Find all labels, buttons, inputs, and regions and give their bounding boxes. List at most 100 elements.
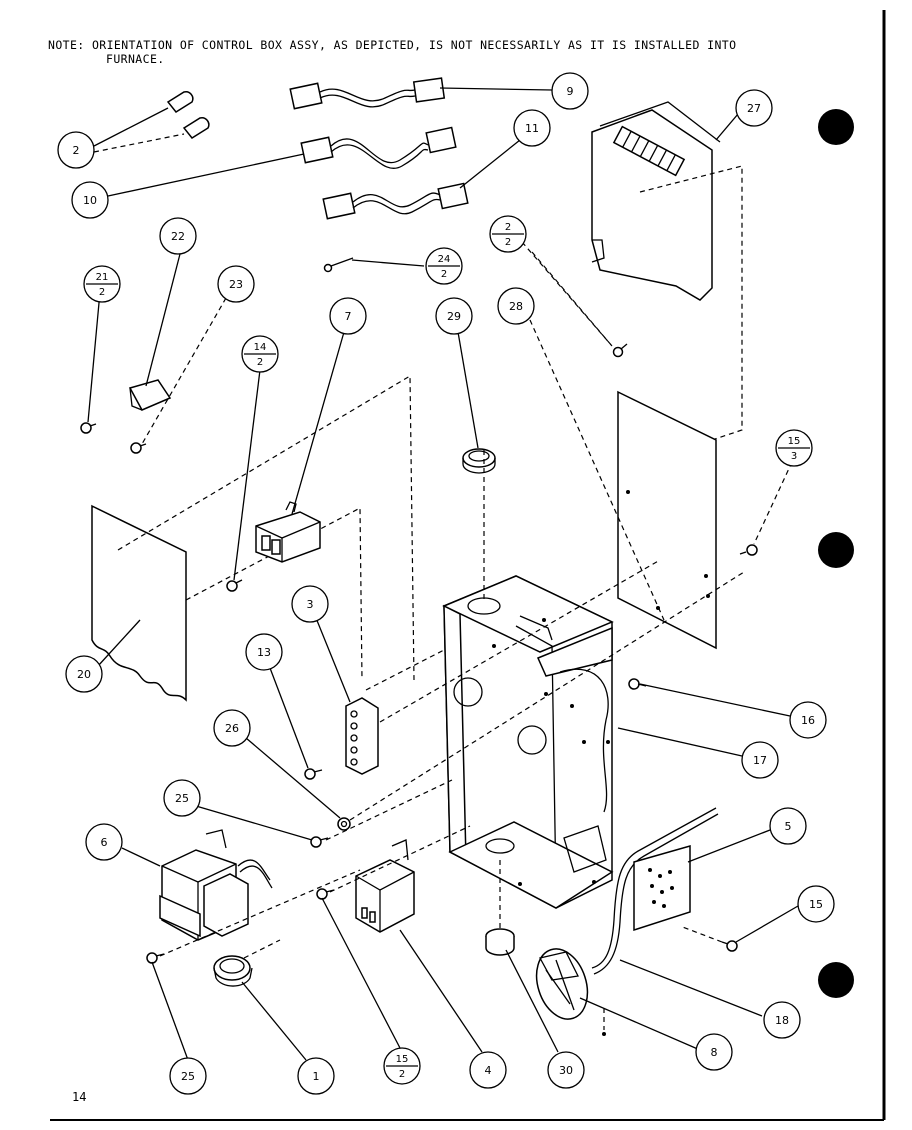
callout-25-upper-label: 25 <box>175 792 189 805</box>
insulation-panel-20 <box>91 504 187 702</box>
screw-21 <box>80 422 97 434</box>
callout-11-label: 11 <box>525 122 539 135</box>
callout-25-upper: 25 <box>163 779 201 817</box>
callout-14-2: 14 2 <box>241 335 279 373</box>
binder-hole-bottom <box>818 962 854 998</box>
callout-28-label: 28 <box>509 300 523 313</box>
callout-14-2-den: 2 <box>257 357 263 368</box>
callout-2-2: 2 2 <box>489 215 527 253</box>
note-line-2: FURNACE. <box>106 52 165 66</box>
binder-hole-top <box>818 109 854 145</box>
leader-lines <box>87 87 799 1061</box>
wire-harness-10 <box>300 126 457 169</box>
screw-24 <box>323 257 354 273</box>
callout-2: 2 <box>57 131 95 169</box>
callout-16: 16 <box>789 701 827 739</box>
callout-13-label: 13 <box>257 646 271 659</box>
callout-4-label: 4 <box>485 1064 492 1077</box>
callout-27-label: 27 <box>747 102 761 115</box>
callout-26-label: 26 <box>225 722 239 735</box>
callout-27: 27 <box>735 89 773 127</box>
callout-16-label: 16 <box>801 714 815 727</box>
callout-10: 10 <box>71 181 109 219</box>
callout-24-2-den: 2 <box>441 269 447 280</box>
screw-16 <box>628 678 647 690</box>
callout-8: 8 <box>695 1033 733 1071</box>
wire-harness-9 <box>289 77 446 110</box>
callout-13: 13 <box>245 633 283 671</box>
mounting-plate-28 <box>617 390 717 650</box>
callout-15: 15 <box>797 885 835 923</box>
callout-11: 11 <box>513 109 551 147</box>
callout-7: 7 <box>329 297 367 335</box>
binder-hole-middle <box>818 532 854 568</box>
callout-15-3-num: 15 <box>788 436 801 447</box>
callout-29-label: 29 <box>447 310 461 323</box>
ring-1 <box>213 955 253 987</box>
sensor-8 <box>535 948 589 1020</box>
callout-15-3: 15 3 <box>775 429 813 467</box>
screw-25-lower <box>146 952 165 964</box>
callout-2-2-num: 2 <box>505 222 511 233</box>
callout-15-2: 15 2 <box>383 1047 421 1085</box>
callout-30-label: 30 <box>559 1064 573 1077</box>
grommet-29 <box>462 448 496 474</box>
callout-25-lower-label: 25 <box>181 1070 195 1083</box>
callout-15-2-den: 2 <box>399 1069 405 1080</box>
callout-1-label: 1 <box>313 1070 320 1083</box>
callout-23: 23 <box>217 265 255 303</box>
bracket-22 <box>128 379 172 411</box>
callout-6: 6 <box>85 823 123 861</box>
orientation-note: NOTE: ORIENTATION OF CONTROL BOX ASSY, A… <box>48 38 736 66</box>
callout-1: 1 <box>297 1057 335 1095</box>
wire-harness-11 <box>322 182 469 220</box>
callout-5-label: 5 <box>785 820 792 833</box>
screw-15-3 <box>739 544 758 556</box>
callout-20-label: 20 <box>77 668 91 681</box>
callout-17: 17 <box>741 741 779 779</box>
callout-15-3-den: 3 <box>791 451 797 462</box>
control-board-27 <box>591 101 721 301</box>
callout-9: 9 <box>551 72 589 110</box>
callout-14-2-num: 14 <box>254 342 267 353</box>
screw-23 <box>130 442 147 454</box>
callout-26: 26 <box>213 709 251 747</box>
callout-21-2: 21 2 <box>83 265 121 303</box>
callout-22-label: 22 <box>171 230 185 243</box>
callout-21-2-num: 21 <box>96 272 109 283</box>
callout-3: 3 <box>291 585 329 623</box>
callout-30: 30 <box>547 1051 585 1089</box>
plug-30 <box>485 928 515 956</box>
callout-10-label: 10 <box>83 194 97 207</box>
relay-4 <box>355 839 415 933</box>
screw-2-2 <box>612 343 628 358</box>
callout-21-2-den: 2 <box>99 287 105 298</box>
callout-18-label: 18 <box>775 1014 789 1027</box>
callout-6-label: 6 <box>101 836 108 849</box>
circuit-board-5 <box>633 845 691 932</box>
callout-24-2-num: 24 <box>438 254 451 265</box>
callout-9-label: 9 <box>567 85 574 98</box>
callout-8-label: 8 <box>711 1046 718 1059</box>
callout-5: 5 <box>769 807 807 845</box>
callout-2-2-den: 2 <box>505 237 511 248</box>
transformer-6 <box>159 829 273 941</box>
wire-nuts-2 <box>166 91 210 139</box>
callout-22: 22 <box>159 217 197 255</box>
grommet-26 <box>337 817 351 831</box>
terminal-block-3 <box>345 697 379 775</box>
screw-15-2 <box>316 888 335 900</box>
callout-4: 4 <box>469 1051 507 1089</box>
callout-3-label: 3 <box>307 598 314 611</box>
page-number: 14 <box>72 1090 87 1104</box>
note-line-1: NOTE: ORIENTATION OF CONTROL BOX ASSY, A… <box>48 38 737 52</box>
callout-2-label: 2 <box>73 144 80 157</box>
callout-24-2: 24 2 <box>425 247 463 285</box>
callout-23-label: 23 <box>229 278 243 291</box>
control-box-housing <box>442 575 614 909</box>
screw-25-upper <box>310 836 329 848</box>
screw-15 <box>721 940 738 952</box>
callout-17-label: 17 <box>753 754 767 767</box>
